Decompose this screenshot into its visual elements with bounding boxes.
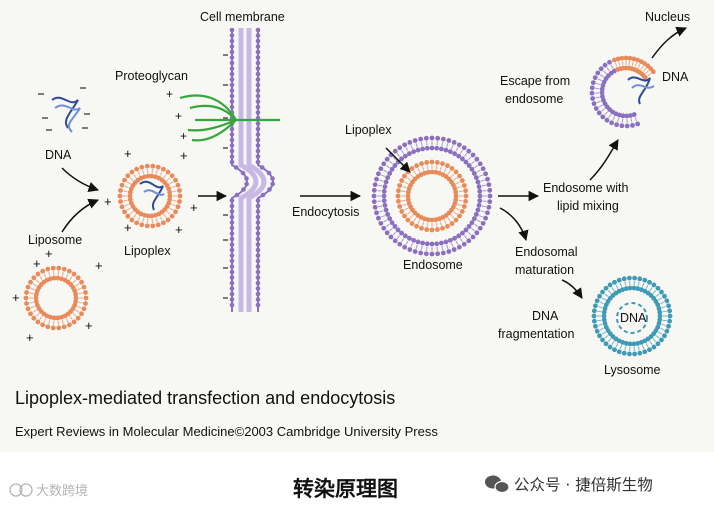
arrow-liposome-to-lipoplex	[61, 198, 99, 233]
lipoplex-dna-icon	[139, 180, 165, 211]
svg-text:+: +	[95, 258, 103, 273]
svg-text:+: +	[175, 109, 182, 123]
label-escape-2: endosome	[505, 92, 563, 106]
svg-text:+: +	[166, 87, 173, 101]
arrow-maturation-to-lysosome	[561, 279, 583, 299]
watermark-left: 大数跨境	[9, 483, 88, 499]
wechat-icon	[485, 475, 510, 494]
svg-text:+: +	[180, 148, 188, 163]
label-lysosome: Lysosome	[604, 363, 661, 377]
svg-text:+: +	[12, 290, 20, 305]
label-fragmentation-2: fragmentation	[498, 327, 574, 341]
svg-text:+: +	[175, 222, 183, 237]
label-dna-lysosome: DNA	[620, 311, 647, 325]
label-lipoplex: Lipoplex	[124, 244, 171, 258]
lipoplex-charges: + + + + + +	[104, 146, 198, 237]
label-mixing-2: lipid mixing	[557, 199, 619, 213]
label-endosome: Endosome	[403, 258, 463, 272]
arrow-dna-to-lipoplex	[61, 167, 99, 192]
dna-strand-icon	[51, 96, 81, 133]
label-maturation-2: maturation	[515, 263, 574, 277]
label-cell-membrane: Cell membrane	[200, 10, 285, 24]
svg-text:+: +	[180, 129, 187, 143]
pathway-arrows	[61, 26, 687, 299]
label-nucleus: Nucleus	[645, 10, 690, 24]
label-liposome: Liposome	[28, 233, 82, 247]
label-fragmentation-1: DNA	[532, 309, 559, 323]
footer-title: 转染原理图	[293, 477, 398, 501]
escaping-membrane-icon	[589, 55, 656, 129]
svg-text:+: +	[45, 246, 53, 261]
svg-text:+: +	[124, 146, 132, 161]
liposome-icon	[23, 265, 89, 331]
svg-text:+: +	[124, 220, 132, 235]
label-escape-1: Escape from	[500, 74, 570, 88]
liposome-charges: + + + + + +	[12, 246, 103, 345]
wechat-account: 公众号 · 捷倍斯生物	[514, 476, 653, 494]
escape-dna-icon	[627, 76, 655, 105]
arrow-mixing-to-escape	[589, 139, 619, 181]
proteoglycan-charges: +++	[166, 87, 187, 143]
membrane-charges	[223, 54, 228, 299]
endosome-icon	[371, 135, 493, 257]
dna-fragment-icon	[616, 302, 648, 334]
label-lipoplex-endosome: Lipoplex	[345, 123, 392, 137]
label-dna: DNA	[45, 148, 72, 162]
svg-text:+: +	[85, 318, 93, 333]
arrow-endosome-to-maturation	[499, 207, 529, 242]
proteoglycan	[179, 94, 280, 142]
label-maturation-1: Endosomal	[515, 245, 578, 259]
lipoplex-icon	[117, 163, 183, 229]
figure-title: Lipoplex-mediated transfection and endoc…	[15, 388, 395, 408]
lysosome-icon	[591, 275, 673, 357]
arrow-lipoplex-label	[385, 147, 411, 173]
label-endocytosis: Endocytosis	[292, 205, 359, 219]
dna-charges	[38, 87, 90, 131]
svg-text:+: +	[104, 194, 112, 209]
svg-text:+: +	[190, 200, 198, 215]
figure-source: Expert Reviews in Molecular Medicine©200…	[15, 424, 438, 439]
cell-membrane	[229, 27, 275, 312]
label-dna-escape: DNA	[662, 70, 689, 84]
svg-text:+: +	[33, 256, 41, 271]
label-mixing-1: Endosome with	[543, 181, 629, 195]
label-proteoglycan: Proteoglycan	[115, 69, 188, 83]
watermark-text: 大数跨境	[36, 484, 88, 499]
arrow-to-nucleus	[651, 26, 687, 59]
svg-text:+: +	[26, 330, 34, 345]
